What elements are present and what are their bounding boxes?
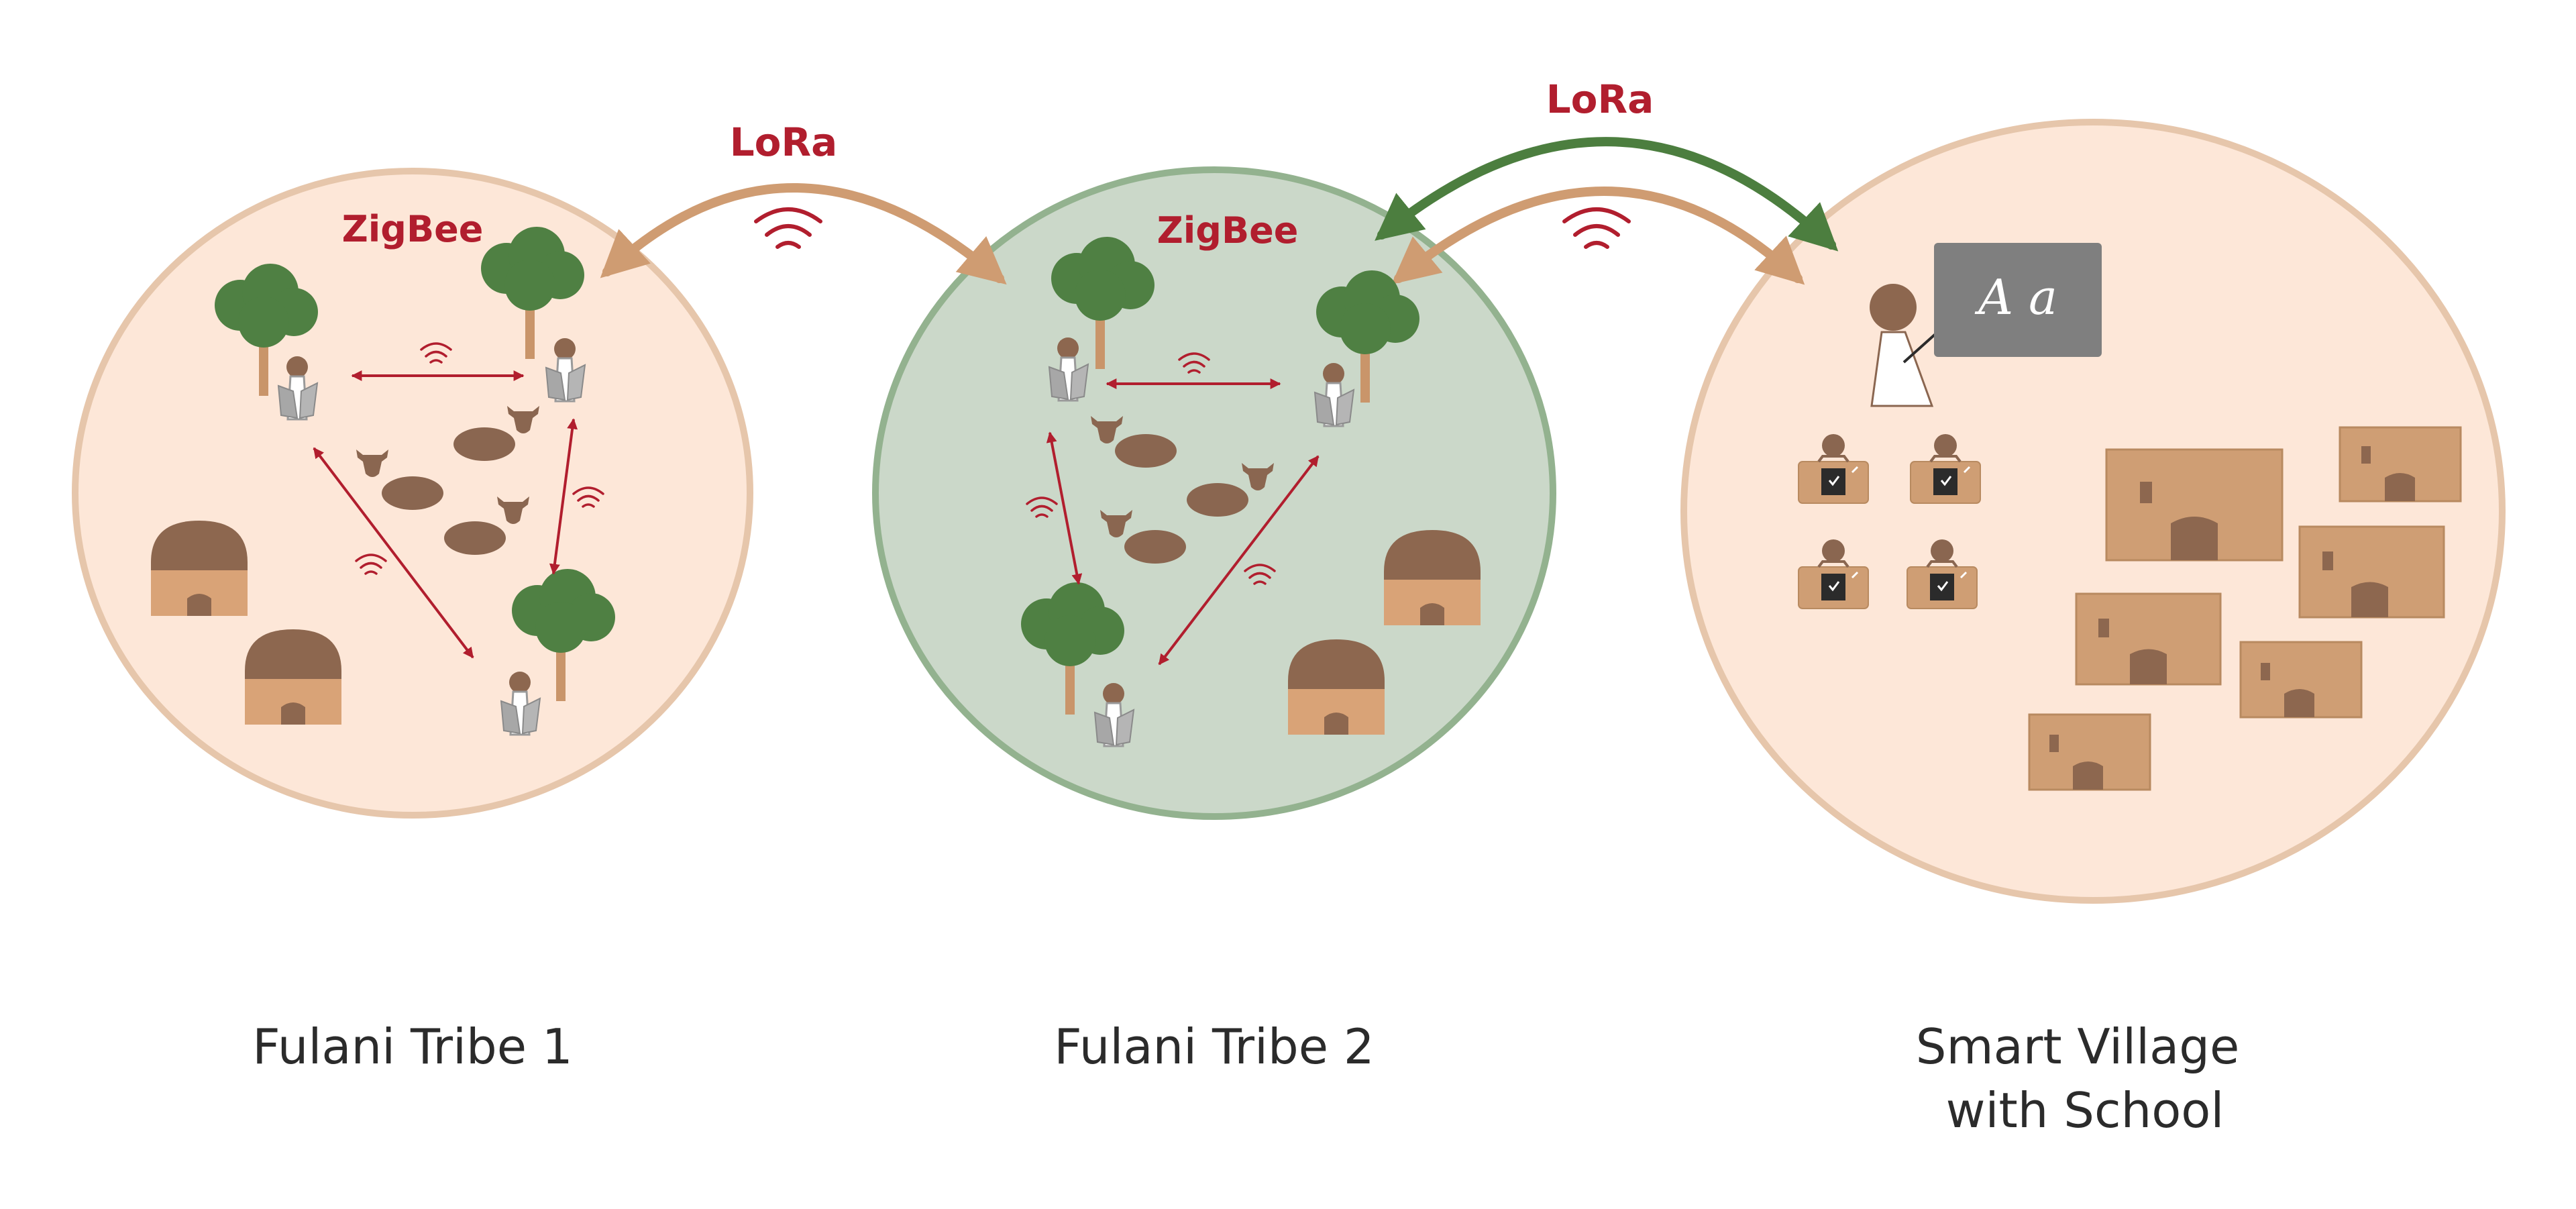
zigbee-link — [1046, 431, 1083, 585]
cow-icon — [453, 427, 515, 461]
lora-label-left: LoRa — [730, 119, 838, 165]
lora-link-tribe2-village-green — [1375, 137, 1839, 252]
caption-tribe1: Fulani Tribe 1 — [252, 1018, 572, 1075]
caption-village-line1: Smart Village — [1916, 1018, 2239, 1075]
building-icon — [2028, 713, 2151, 791]
building-icon — [2105, 448, 2284, 562]
hut-icon — [1384, 530, 1481, 625]
building-icon — [2298, 525, 2445, 619]
caption-village-line2: with School — [1946, 1082, 2224, 1139]
cow-icon — [1124, 530, 1186, 564]
cow-icon — [382, 476, 443, 510]
hut-icon — [151, 521, 248, 616]
signal-icon — [1564, 209, 1629, 247]
lora-link-tribe1-tribe2 — [600, 182, 1007, 285]
hut-icon — [245, 629, 341, 725]
blackboard-icon: A a — [1934, 243, 2102, 357]
hut-icon — [1288, 639, 1385, 735]
building-icon — [2239, 641, 2363, 719]
lora-label-right: LoRa — [1546, 76, 1654, 122]
building-icon — [2075, 592, 2222, 686]
zigbee-link — [549, 418, 578, 575]
caption-tribe2: Fulani Tribe 2 — [1054, 1018, 1374, 1075]
zigbee-link — [1158, 455, 1320, 666]
signal-icon — [756, 209, 820, 247]
building-icon — [2339, 426, 2462, 503]
zigbee-link — [313, 447, 474, 659]
cow-icon — [1187, 483, 1248, 517]
cow-icon — [1115, 434, 1177, 468]
zigbee-label-tribe2: ZigBee — [1157, 209, 1299, 252]
zigbee-label-tribe1: ZigBee — [342, 208, 484, 250]
cow-icon — [444, 521, 506, 555]
blackboard-text: A a — [1974, 269, 2057, 325]
